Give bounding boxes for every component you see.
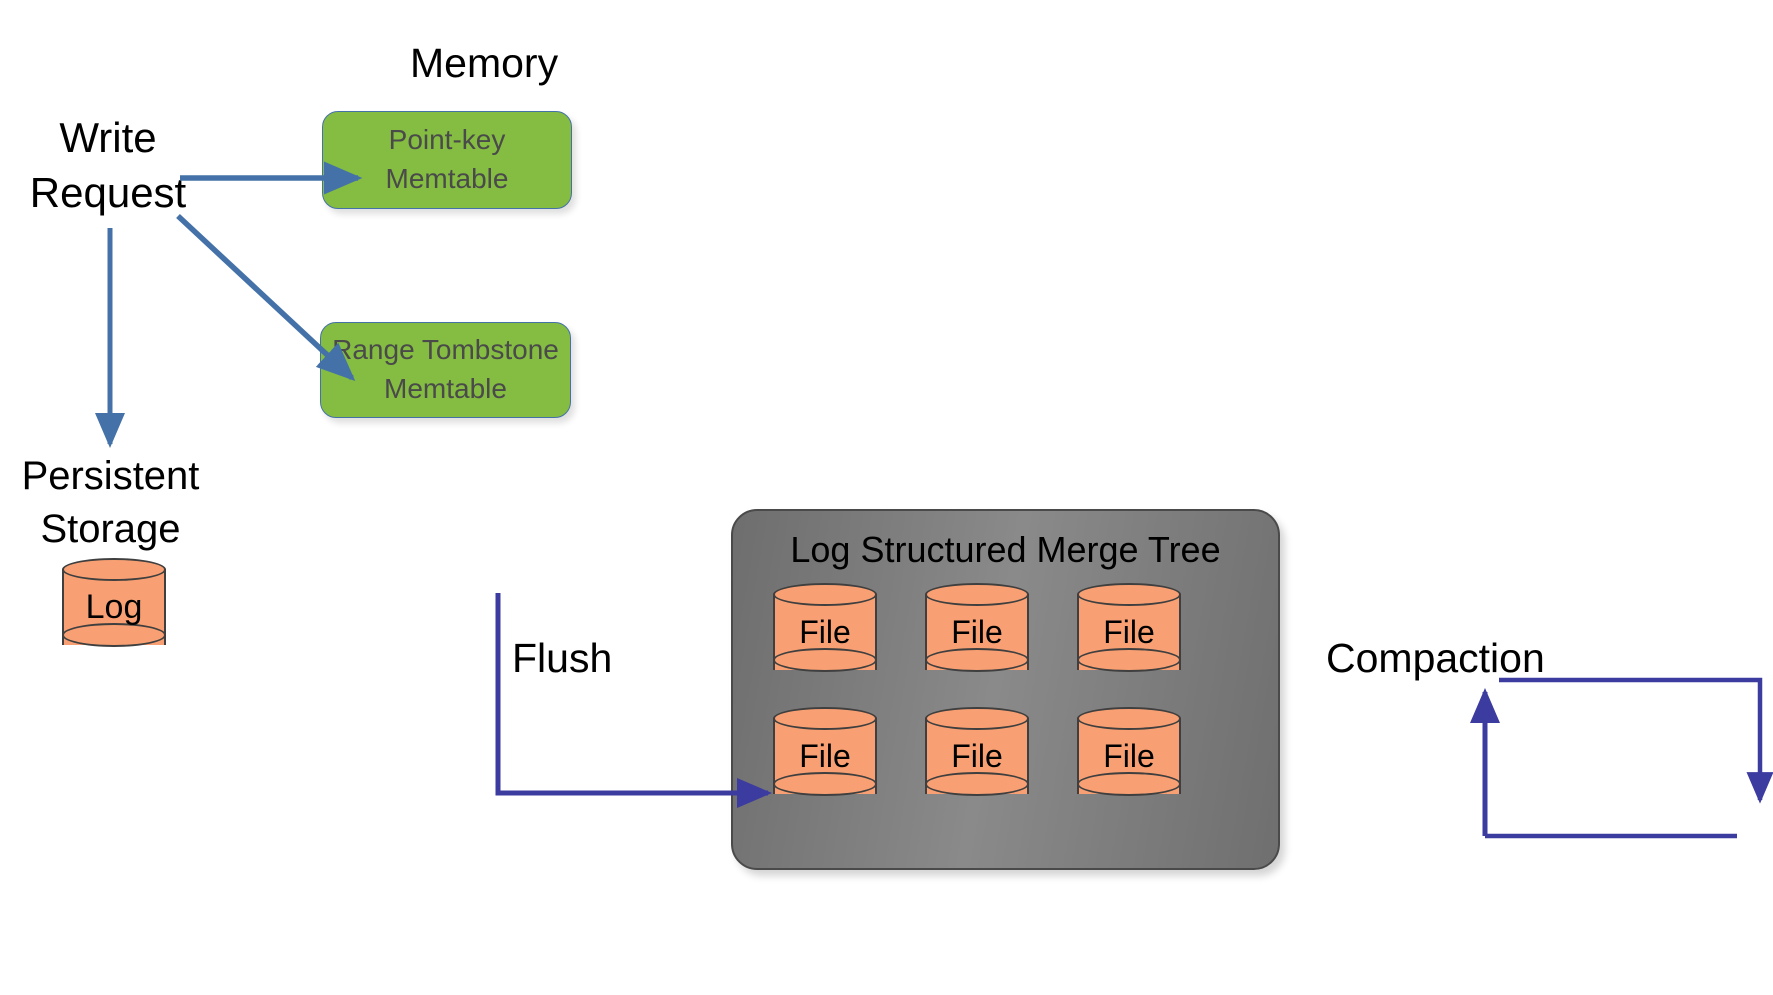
memory-label: Memory bbox=[410, 40, 559, 86]
cylinder-top-ellipse bbox=[925, 583, 1029, 606]
cylinder-bottom-ellipse bbox=[1077, 648, 1181, 672]
point-key-memtable-box[interactable]: Point-key Memtable bbox=[322, 111, 572, 209]
persistent-storage-line2: Storage bbox=[40, 506, 181, 551]
cylinder-bottom-ellipse bbox=[1077, 772, 1181, 796]
range-tombstone-memtable-label: Range Tombstone Memtable bbox=[332, 334, 559, 404]
file-cylinder-label: File bbox=[951, 613, 1003, 650]
file-cylinder[interactable]: File bbox=[1077, 583, 1181, 681]
cylinder-bottom-ellipse bbox=[773, 648, 877, 672]
cylinder-bottom-ellipse bbox=[925, 772, 1029, 796]
file-cylinder-label: File bbox=[799, 737, 851, 774]
file-cylinder[interactable]: File bbox=[1077, 707, 1181, 805]
file-cylinder[interactable]: File bbox=[773, 583, 877, 681]
cylinder-bottom-ellipse bbox=[773, 772, 877, 796]
cylinder-top-ellipse bbox=[773, 707, 877, 730]
cylinder-top-ellipse bbox=[62, 558, 166, 581]
file-cylinder-label: File bbox=[1103, 737, 1155, 774]
cylinder-top-ellipse bbox=[925, 707, 1029, 730]
file-cylinder-label: File bbox=[1103, 613, 1155, 650]
lsm-file-row: File File File bbox=[773, 583, 1243, 681]
cylinder-top-ellipse bbox=[1077, 707, 1181, 730]
cylinder-top-ellipse bbox=[1077, 583, 1181, 606]
arrow-flush bbox=[495, 593, 773, 808]
file-cylinder-label: File bbox=[951, 737, 1003, 774]
file-cylinder[interactable]: File bbox=[773, 707, 877, 805]
write-request-line1: Write bbox=[59, 114, 157, 161]
flush-label: Flush bbox=[512, 635, 613, 681]
log-cylinder[interactable]: Log bbox=[62, 558, 166, 656]
cylinder-bottom-ellipse bbox=[925, 648, 1029, 672]
persistent-storage-label: Persistent Storage bbox=[8, 450, 213, 556]
arrow-compaction-top-and-down bbox=[1499, 677, 1773, 804]
lsm-tree-container[interactable]: Log Structured Merge Tree File File bbox=[731, 509, 1280, 870]
compaction-label: Compaction bbox=[1326, 635, 1545, 681]
cylinder-bottom-ellipse bbox=[62, 623, 166, 647]
log-cylinder-label: Log bbox=[85, 587, 143, 626]
persistent-storage-line1: Persistent bbox=[21, 454, 200, 498]
write-request-line2: Request bbox=[29, 169, 187, 217]
range-tombstone-memtable-box[interactable]: Range Tombstone Memtable bbox=[320, 322, 571, 418]
lsm-tree-title: Log Structured Merge Tree bbox=[790, 529, 1221, 570]
file-cylinder-label: File bbox=[799, 613, 851, 650]
lsm-file-grid: File File File bbox=[773, 583, 1243, 805]
file-cylinder[interactable]: File bbox=[925, 583, 1029, 681]
point-key-memtable-label: Point-key Memtable bbox=[385, 124, 509, 194]
lsm-file-row: File File File bbox=[773, 707, 1243, 805]
write-request-label: Write Request bbox=[8, 110, 208, 221]
cylinder-top-ellipse bbox=[773, 583, 877, 606]
file-cylinder[interactable]: File bbox=[925, 707, 1029, 805]
